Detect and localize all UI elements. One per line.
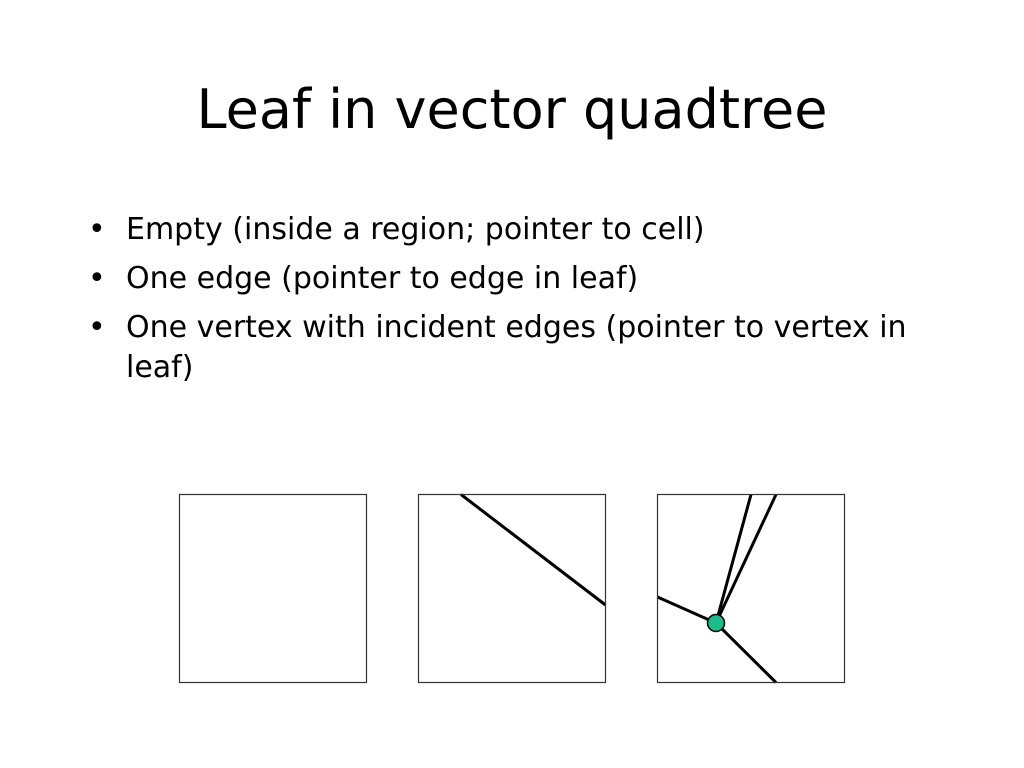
bullet-icon: • — [88, 261, 106, 296]
bullet-one-vertex: • One vertex with incident edges (pointe… — [88, 308, 908, 388]
edge-line — [714, 493, 778, 624]
edge-line — [714, 494, 753, 624]
bullet-icon: • — [88, 310, 106, 345]
bullet-one-edge: • One edge (pointer to edge in leaf) — [88, 259, 908, 299]
bullet-list: • Empty (inside a region; pointer to cel… — [88, 210, 908, 397]
cell-border — [178, 493, 368, 684]
edge-line — [656, 595, 717, 625]
edge-line — [460, 493, 607, 607]
cell-border — [417, 493, 607, 684]
one-edge-leaf-cell — [417, 493, 607, 684]
bullet-text-one-vertex: One vertex with incident edges (pointer … — [126, 310, 907, 385]
bullet-empty-leaf: • Empty (inside a region; pointer to cel… — [88, 210, 908, 250]
bullet-text-one-edge: One edge (pointer to edge in leaf) — [126, 261, 639, 296]
slide-title: Leaf in vector quadtree — [196, 78, 828, 141]
empty-leaf-cell — [178, 493, 368, 684]
one-vertex-leaf-cell — [656, 493, 846, 684]
bullet-text-empty: Empty (inside a region; pointer to cell) — [126, 212, 705, 247]
cell-border — [656, 493, 846, 684]
bullet-icon: • — [88, 212, 106, 247]
edge-line — [714, 621, 778, 684]
vertex-point — [706, 613, 726, 633]
